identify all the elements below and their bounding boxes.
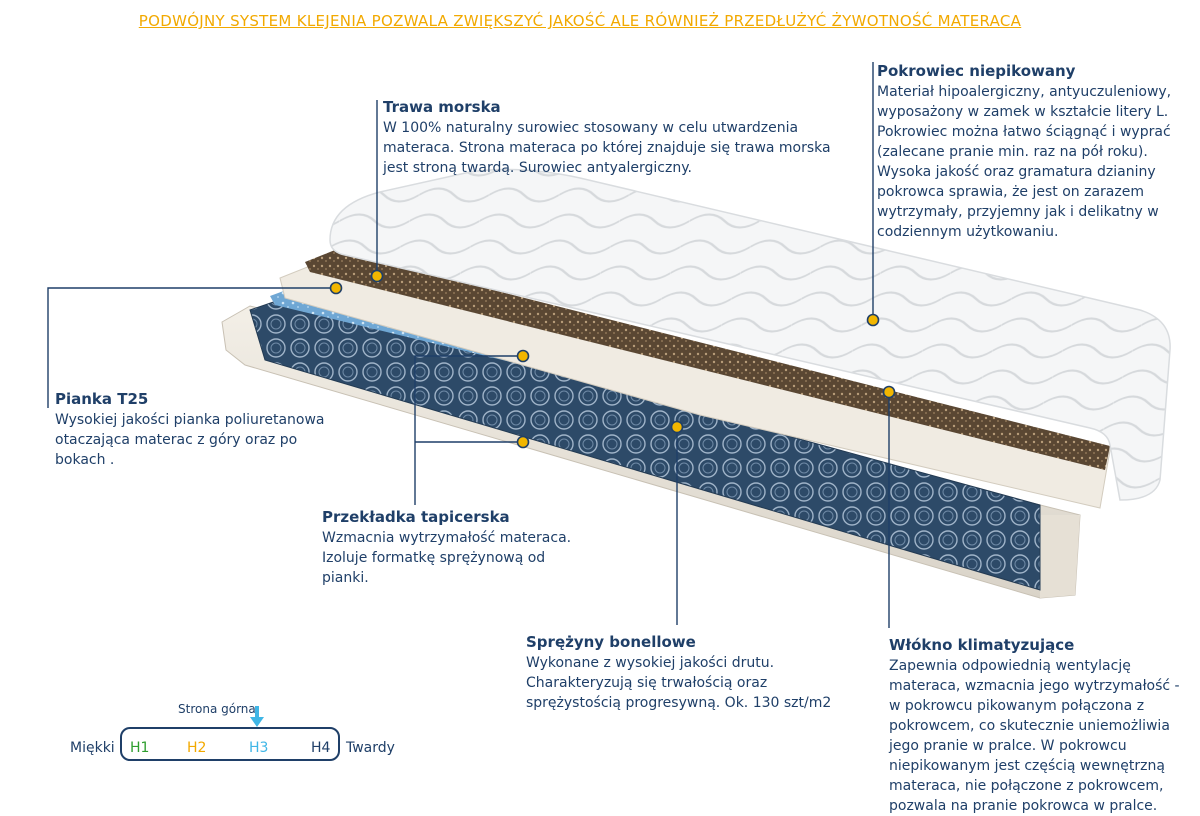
callout-text: Materiał hipoalergiczny, antyuczuleniowy…: [877, 84, 1172, 240]
marker-pianka: [329, 281, 343, 295]
callout-title: Sprężyny bonellowe: [526, 633, 696, 651]
soft-label: Miękki: [70, 740, 115, 756]
callout-title: Włókno klimatyzujące: [889, 636, 1075, 654]
marker-przekladka: [516, 349, 530, 363]
sea-grass-layer: [305, 250, 1110, 470]
callout-title: Pokrowiec niepikowany: [877, 62, 1076, 80]
mattress-cover: [329, 168, 1171, 501]
callout-pianka: Pianka T25 Wysokiej jakości pianka poliu…: [55, 390, 325, 470]
leader-przekladka: [414, 355, 523, 505]
marker-trawa: [370, 269, 384, 283]
level-h3: H3: [249, 740, 269, 756]
arrow-down-icon: [250, 706, 264, 727]
callout-title: Trawa morska: [383, 98, 501, 116]
marker-sprezyny: [670, 420, 684, 434]
callout-text: Zapewnia odpowiednią wentylację materaca…: [889, 658, 1180, 814]
top-side-label: Strona górna: [178, 702, 256, 716]
callout-pokrowiec: Pokrowiec niepikowany Materiał hipoalerg…: [877, 62, 1171, 242]
callout-text: Wzmacnia wytrzymałość materaca. Izoluje …: [322, 530, 572, 586]
marker-wlokno: [882, 385, 896, 399]
marker-pokrowiec: [866, 313, 880, 327]
foam-frame-end: [1040, 515, 1080, 598]
callout-text: W 100% naturalny surowiec stosowany w ce…: [383, 120, 831, 176]
level-h2: H2: [187, 740, 207, 756]
callout-title: Przekładka tapicerska: [322, 508, 510, 526]
callout-title: Pianka T25: [55, 390, 149, 408]
level-h1: H1: [130, 740, 150, 756]
headline: PODWÓJNY SYSTEM KLEJENIA POZWALA ZWIĘKSZ…: [138, 12, 1022, 30]
hard-label: Twardy: [346, 740, 395, 756]
firmness-box: [120, 727, 340, 761]
leader-pianka: [47, 287, 336, 408]
callout-trawa-morska: Trawa morska W 100% naturalny surowiec s…: [383, 98, 831, 178]
level-h4: H4: [311, 740, 331, 756]
callout-przekladka: Przekładka tapicerska Wzmacnia wytrzymał…: [322, 508, 571, 588]
callout-sprezyny: Sprężyny bonellowe Wykonane z wysokiej j…: [526, 633, 831, 713]
marker-przekladka-2: [516, 435, 530, 449]
firmness-scale: Strona górna Miękki H1 H2 H3 H4 Twardy: [60, 690, 420, 770]
callout-text: Wysokiej jakości pianka poliuretanowa ot…: [55, 412, 325, 468]
callout-text: Wykonane z wysokiej jakości drutu. Chara…: [526, 655, 832, 711]
callout-wlokno: Włókno klimatyzujące Zapewnia odpowiedni…: [889, 636, 1180, 816]
